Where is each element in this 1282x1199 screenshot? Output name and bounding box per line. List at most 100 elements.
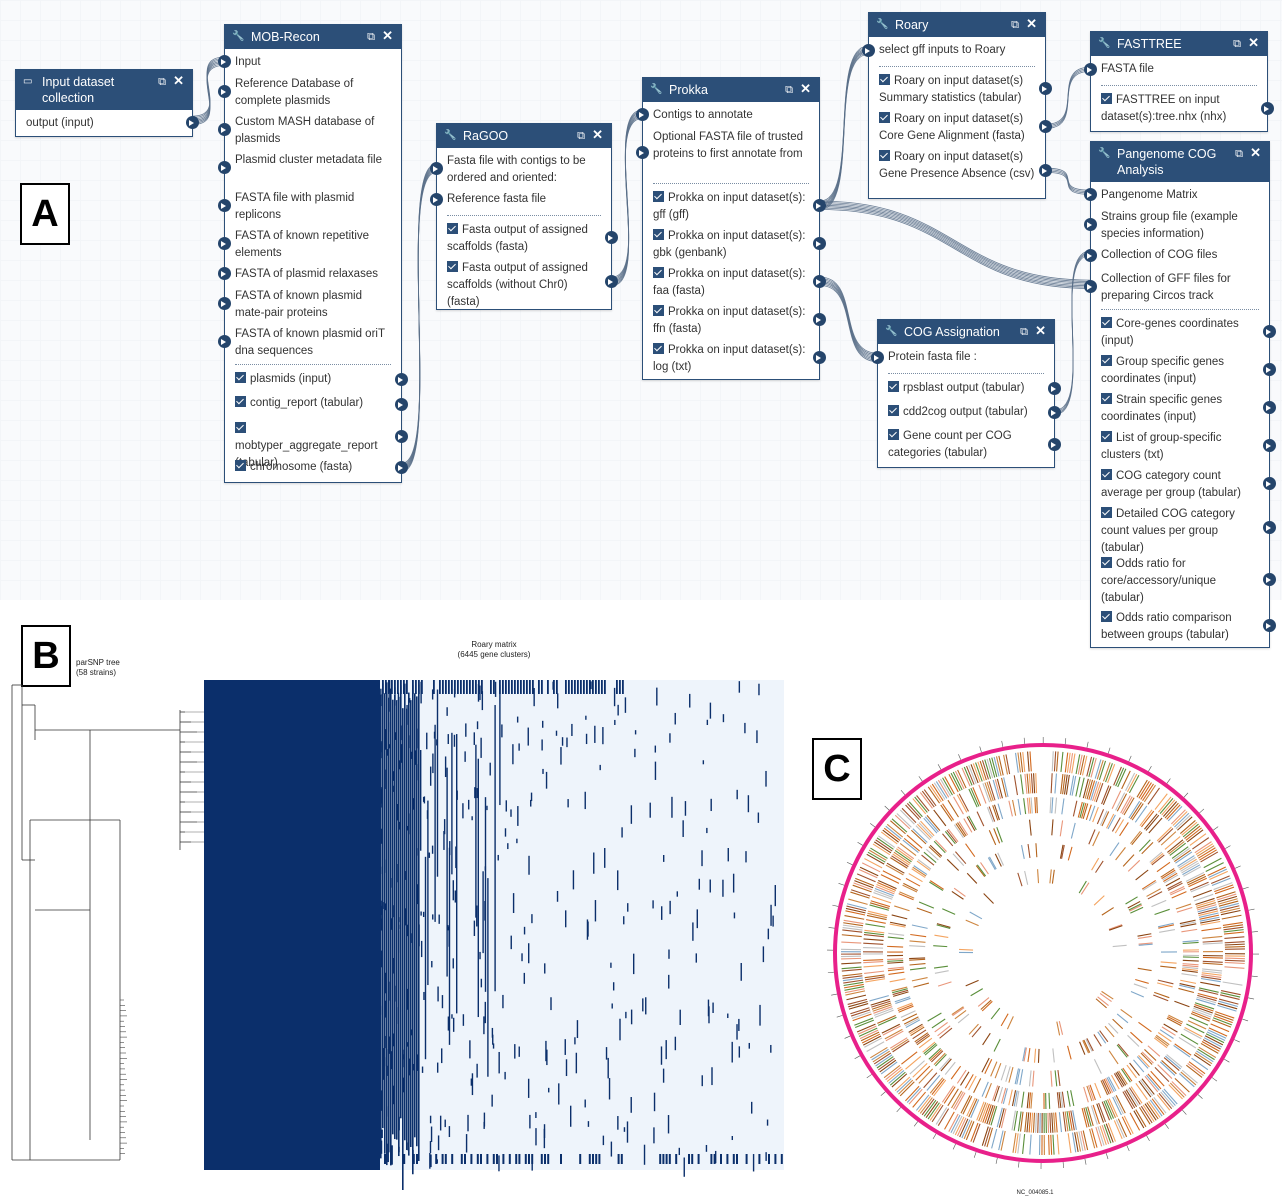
output-row[interactable]: List of group-specific clusters (txt) [1091,427,1276,465]
output-checkbox[interactable] [1101,469,1112,480]
output-row[interactable]: Roary on input dataset(s) Summary statis… [869,70,1052,108]
input-row[interactable]: Reference fasta file [430,188,611,212]
close-icon[interactable]: ✕ [1250,145,1261,160]
input-row[interactable]: Fasta file with contigs to be ordered an… [430,150,611,188]
output-terminal[interactable] [1263,363,1276,376]
input-row[interactable]: FASTA of plasmid relaxases [218,263,401,285]
node-cog[interactable]: 🔧COG Assignation⧉✕Protein fasta file :rp… [871,319,1061,468]
input-terminal[interactable] [218,297,231,310]
input-row[interactable]: FASTA of known repetitive elements [218,225,401,263]
input-row[interactable]: FASTA file [1084,58,1267,82]
input-row[interactable]: Pangenome Matrix [1084,184,1269,206]
output-checkbox[interactable] [235,460,246,471]
output-checkbox[interactable] [653,267,664,278]
output-checkbox[interactable] [235,396,246,407]
output-row[interactable]: COG category count average per group (ta… [1091,465,1276,503]
input-terminal[interactable] [218,55,231,68]
close-icon[interactable]: ✕ [592,127,603,142]
output-terminal[interactable] [605,275,618,288]
copy-icon[interactable]: ⧉ [1235,148,1243,160]
input-terminal[interactable] [218,237,231,250]
close-icon[interactable]: ✕ [800,81,811,96]
input-terminal[interactable] [218,199,231,212]
close-icon[interactable]: ✕ [1026,16,1037,31]
output-row[interactable]: output (input) [16,112,199,134]
output-checkbox[interactable] [879,150,890,161]
output-row[interactable]: Odds ratio for core/accessory/unique (ta… [1091,553,1276,607]
input-terminal[interactable] [218,123,231,136]
output-checkbox[interactable] [1101,507,1112,518]
input-terminal[interactable] [862,44,875,57]
input-terminal[interactable] [636,108,649,121]
input-row[interactable]: Collection of COG files [1084,244,1269,268]
node-header[interactable]: 🔧Prokka⧉✕ [643,78,819,102]
output-row[interactable]: rpsblast output (tabular) [878,377,1061,401]
input-row[interactable]: Custom MASH database of plasmids [218,111,401,149]
input-terminal[interactable] [430,193,443,206]
output-row[interactable]: chromosome (fasta) [225,456,408,480]
output-row[interactable]: cdd2cog output (tabular) [878,401,1061,425]
output-row[interactable]: Prokka on input dataset(s): gff (gff) [643,187,826,225]
output-terminal[interactable] [395,398,408,411]
copy-icon[interactable]: ⧉ [1020,326,1028,338]
output-checkbox[interactable] [1101,431,1112,442]
input-terminal[interactable] [636,146,649,159]
output-terminal[interactable] [1039,82,1052,95]
node-header[interactable]: 🔧MOB-Recon⧉✕ [225,25,401,49]
output-terminal[interactable] [186,116,199,129]
output-row[interactable]: Group specific genes coordinates (input) [1091,351,1276,389]
output-checkbox[interactable] [888,429,899,440]
output-checkbox[interactable] [1101,611,1112,622]
input-row[interactable]: FASTA of known plasmid oriT dna sequence… [218,323,401,361]
output-terminal[interactable] [395,461,408,474]
output-terminal[interactable] [1263,439,1276,452]
output-terminal[interactable] [395,430,408,443]
copy-icon[interactable]: ⧉ [1233,38,1241,50]
input-terminal[interactable] [218,85,231,98]
node-input-collection[interactable]: ▭Input dataset collection⧉✕output (input… [15,69,199,137]
node-header[interactable]: 🔧RaGOO⧉✕ [437,124,611,148]
output-terminal[interactable] [1039,120,1052,133]
input-terminal[interactable] [1084,188,1097,201]
output-checkbox[interactable] [1101,93,1112,104]
output-checkbox[interactable] [888,405,899,416]
close-icon[interactable]: ✕ [173,73,184,88]
output-row[interactable]: Prokka on input dataset(s): log (txt) [643,339,826,377]
output-checkbox[interactable] [235,422,246,433]
node-header[interactable]: 🔧COG Assignation⧉✕ [878,320,1054,344]
output-row[interactable]: Core-genes coordinates (input) [1091,313,1276,351]
input-row[interactable]: FASTA of known plasmid mate-pair protein… [218,285,401,323]
output-checkbox[interactable] [888,381,899,392]
input-terminal[interactable] [1084,218,1097,231]
output-row[interactable]: Odds ratio comparison between groups (ta… [1091,607,1276,645]
output-checkbox[interactable] [653,229,664,240]
output-terminal[interactable] [1261,102,1274,115]
node-header[interactable]: 🔧Roary⧉✕ [869,13,1045,37]
output-terminal[interactable] [813,199,826,212]
node-header[interactable]: 🔧FASTTREE⧉✕ [1091,32,1267,56]
output-checkbox[interactable] [653,343,664,354]
output-row[interactable]: plasmids (input) [225,368,408,392]
output-row[interactable]: mobtyper_aggregate_report (tabular) [225,418,408,469]
input-row[interactable]: Optional FASTA file of trusted proteins … [636,126,819,180]
output-row[interactable]: Roary on input dataset(s) Core Gene Alig… [869,108,1052,146]
node-pangenome[interactable]: 🔧Pangenome COG Analysis⧉✕Pangenome Matri… [1084,141,1276,648]
output-checkbox[interactable] [653,305,664,316]
output-row[interactable]: FASTTREE on input dataset(s):tree.nhx (n… [1091,89,1274,129]
output-checkbox[interactable] [879,112,890,123]
output-terminal[interactable] [1263,325,1276,338]
output-terminal[interactable] [1048,382,1061,395]
output-row[interactable]: Prokka on input dataset(s): faa (fasta) [643,263,826,301]
output-row[interactable]: Fasta output of assigned scaffolds (with… [437,257,618,308]
copy-icon[interactable]: ⧉ [158,76,166,88]
output-checkbox[interactable] [653,191,664,202]
input-row[interactable]: Plasmid cluster metadata file [218,149,401,187]
output-checkbox[interactable] [235,372,246,383]
close-icon[interactable]: ✕ [382,28,393,43]
output-terminal[interactable] [813,351,826,364]
output-terminal[interactable] [1263,477,1276,490]
copy-icon[interactable]: ⧉ [367,31,375,43]
input-terminal[interactable] [218,267,231,280]
output-row[interactable]: contig_report (tabular) [225,392,408,418]
